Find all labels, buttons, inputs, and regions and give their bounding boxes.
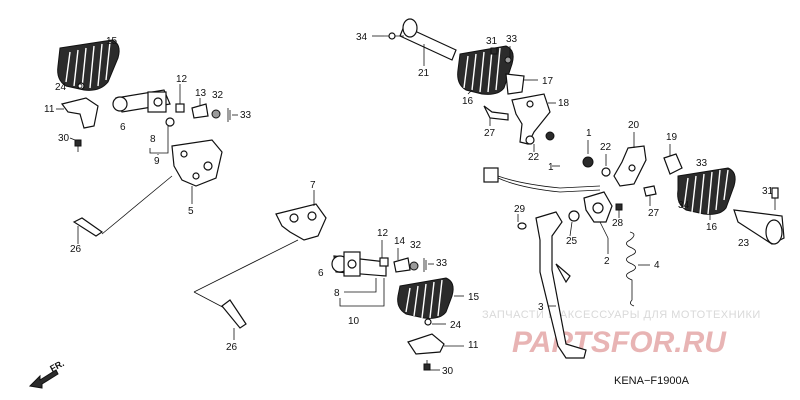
callout-18: 18: [558, 98, 570, 109]
callout-10: 10: [348, 316, 360, 327]
right-passenger-bracket-20: [613, 145, 647, 187]
callout-6: 6: [120, 122, 126, 133]
callout-8-lower: 8: [334, 288, 340, 299]
right-passenger-pivot-bolt: [643, 185, 657, 197]
lower-step-rubber-15: [397, 277, 454, 319]
callout-27: 27: [484, 128, 496, 139]
callout-32-lower: 32: [410, 240, 422, 251]
front-direction-label: FR.: [48, 358, 65, 374]
callout-9: 9: [154, 156, 160, 167]
left-step-bolt-30: [74, 139, 82, 152]
callout-23: 23: [738, 238, 750, 249]
callout-25: 25: [566, 236, 578, 247]
callout-3: 3: [538, 302, 544, 313]
right-passenger-step-bar-23: [733, 209, 785, 245]
kickstand-spring-4: [626, 231, 636, 307]
callout-4: 4: [654, 260, 660, 271]
kickstand-washer-29: [517, 222, 527, 230]
side-stand-switch-2: [583, 191, 613, 223]
callout-13: 13: [195, 88, 207, 99]
callout-34-right: 34: [678, 200, 690, 211]
left-pivot-pin-parts: [175, 103, 231, 122]
right-step-rubber-16: [457, 45, 514, 95]
right-passenger-rubber-16: [677, 167, 736, 215]
right-bolt-22a: [525, 131, 555, 145]
callout-24-lower: 24: [450, 320, 462, 331]
callout-11-lower: 11: [468, 340, 479, 351]
switch-spring-22: [582, 156, 611, 177]
watermark-logo: PARTSFOR.RU: [512, 326, 727, 359]
right-step-hardware: [490, 47, 512, 64]
side-stand-switch-wire: [483, 167, 601, 193]
callout-33-top: 33: [506, 34, 518, 45]
callout-33-right: 33: [696, 158, 708, 169]
diagram-code: KENA−F1900A: [614, 375, 690, 387]
callout-8: 8: [150, 134, 156, 145]
callout-32: 32: [212, 90, 224, 101]
left-rear-step-rubber: [57, 39, 120, 91]
callout-1-upper: 1: [586, 128, 592, 139]
left-step-bracket: [171, 139, 223, 187]
callout-14: 14: [394, 236, 406, 247]
side-stand-3: [535, 211, 587, 359]
callout-33: 33: [240, 110, 252, 121]
callout-22-right: 22: [600, 142, 612, 153]
right-step-bar-21: [384, 18, 457, 61]
callout-16: 16: [462, 96, 474, 107]
left-step-bar: [112, 89, 175, 127]
callout-27-right: 27: [648, 208, 660, 219]
callout-5: 5: [188, 206, 194, 217]
callout-7: 7: [310, 180, 316, 191]
callout-26: 26: [70, 244, 82, 255]
kickstand-pivot-bolt-25: [568, 210, 580, 222]
lower-step-bolt-30: [423, 360, 431, 371]
callout-29: 29: [514, 204, 526, 215]
callout-28: 28: [612, 218, 624, 229]
lower-step-holder-11: [407, 318, 445, 355]
callout-31-top: 31: [486, 36, 498, 47]
callout-19: 19: [666, 132, 678, 143]
callout-1-lower: 1: [548, 162, 554, 173]
right-passenger-pin-31: [771, 187, 779, 210]
switch-bolt-28: [615, 203, 623, 218]
callout-30-lower: 30: [442, 366, 454, 377]
lower-step-bar: [331, 251, 387, 277]
callout-31-right: 31: [762, 186, 774, 197]
callout-2: 2: [604, 256, 610, 267]
callout-15: 15: [106, 36, 118, 47]
callout-20: 20: [628, 120, 640, 131]
callout-6-lower: 6: [318, 268, 324, 279]
callout-12-lower: 12: [377, 228, 389, 239]
callout-17: 17: [542, 76, 554, 87]
callout-16-right: 16: [706, 222, 718, 233]
left-rear-step-holder: [60, 82, 99, 129]
center-bracket-7: [275, 203, 327, 241]
left-bracket-bolt-26: [72, 217, 104, 237]
lower-bracket-bolt-26: [221, 299, 247, 329]
right-bracket-bolt-27: [483, 105, 509, 121]
front-direction-arrow: [28, 369, 59, 389]
callout-11: 11: [44, 104, 55, 115]
lower-pivot-parts: [379, 257, 427, 273]
callout-22: 22: [528, 152, 540, 163]
callout-15-lower: 15: [468, 292, 480, 303]
callout-33-lower: 33: [436, 258, 448, 269]
callout-24: 24: [55, 82, 67, 93]
right-step-cover-17: [505, 73, 525, 95]
callout-21: 21: [418, 68, 430, 79]
watermark-caption: ЗАПЧАСТИ И АКСЕССУАРЫ ДЛЯ МОТОТЕХНИКИ: [482, 309, 761, 321]
right-passenger-cover-19: [663, 153, 683, 175]
callout-26-lower: 26: [226, 342, 238, 353]
callout-34: 34: [356, 32, 368, 43]
callout-12: 12: [176, 74, 188, 85]
callout-30: 30: [58, 133, 70, 144]
